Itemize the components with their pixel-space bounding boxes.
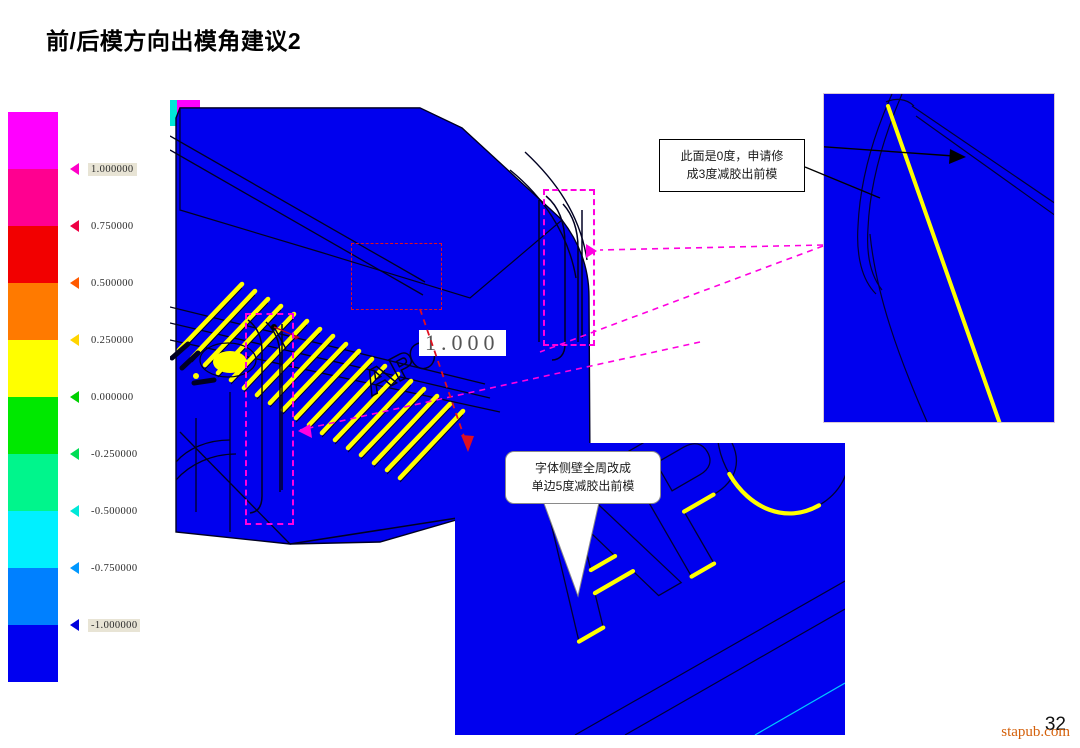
selection-box-left-rib[interactable] [245,313,294,525]
legend-tick-arrow-icon [70,163,79,175]
selection-box-logo[interactable] [351,243,442,310]
note-right-line1: 此面是0度，申请修 [680,149,784,163]
legend-tick-3: 0.250000 [70,332,137,348]
legend-tick-6: -0.500000 [70,503,140,519]
legend-tick-value: -1.000000 [88,618,141,632]
note-right-line2: 成3度减胶出前模 [686,167,778,181]
legend-tick-arrow-icon [70,562,79,574]
note-logo-draft-callout: 字体侧壁全周改成 单边5度减胶出前模 [505,451,661,504]
legend-band-4 [8,340,58,397]
legend-tick-arrow-icon [70,220,79,232]
legend-tick-value: 0.000000 [91,391,134,403]
rib-draft-detail-drawing [824,94,1054,422]
legend-tick-2: 0.500000 [70,275,137,291]
legend-tick-value: 0.250000 [91,334,134,346]
legend-tick-value: -0.250000 [91,448,138,460]
legend-band-5 [8,397,58,454]
legend-tick-value: 1.000000 [88,162,137,176]
legend-tick-arrow-icon [70,448,79,460]
legend-tick-value: 0.500000 [91,277,134,289]
watermark: stapub.com [1001,724,1070,740]
legend-tick-arrow-icon [70,391,79,403]
legend-band-6 [8,454,58,511]
legend-tick-arrow-icon [70,505,79,517]
legend-tick-5: -0.250000 [70,446,140,462]
selection-box-right-rib[interactable] [543,189,595,346]
legend-band-0 [8,112,58,169]
legend-tick-arrow-icon [70,277,79,289]
legend-band-2 [8,226,58,283]
legend-tick-4: 0.000000 [70,389,137,405]
measured-value-label: 1.000 [419,330,506,357]
note-bottom-line1: 字体侧壁全周改成 [534,461,631,475]
legend-tick-7: -0.750000 [70,560,140,576]
page-number: 32 [1044,714,1066,735]
legend-band-3 [8,283,58,340]
legend-tick-arrow-icon [70,619,79,631]
detail-inset-rib-draft[interactable] [823,93,1055,423]
legend-tick-value: 0.750000 [91,220,134,232]
page-title: 前/后模方向出模角建议2 [46,28,302,54]
legend-tick-1: 0.750000 [70,218,137,234]
legend-band-1 [8,169,58,226]
legend-band-7 [8,511,58,568]
legend-band-8 [8,568,58,625]
color-legend: 1.000000 0.750000 0.500000 0.250000 0.000000… [8,112,168,684]
note-zero-draft-callout: 此面是0度，申请修 成3度减胶出前模 [659,139,805,192]
legend-tick-arrow-icon [70,334,79,346]
note-bottom-line2: 单边5度减胶出前模 [531,479,635,493]
legend-tick-0: 1.000000 [70,161,137,177]
legend-tick-value: -0.500000 [91,505,138,517]
legend-tick-value: -0.750000 [91,562,138,574]
legend-band-9 [8,625,58,682]
legend-tick-8: -1.000000 [70,617,141,633]
color-legend-bar [8,112,58,682]
